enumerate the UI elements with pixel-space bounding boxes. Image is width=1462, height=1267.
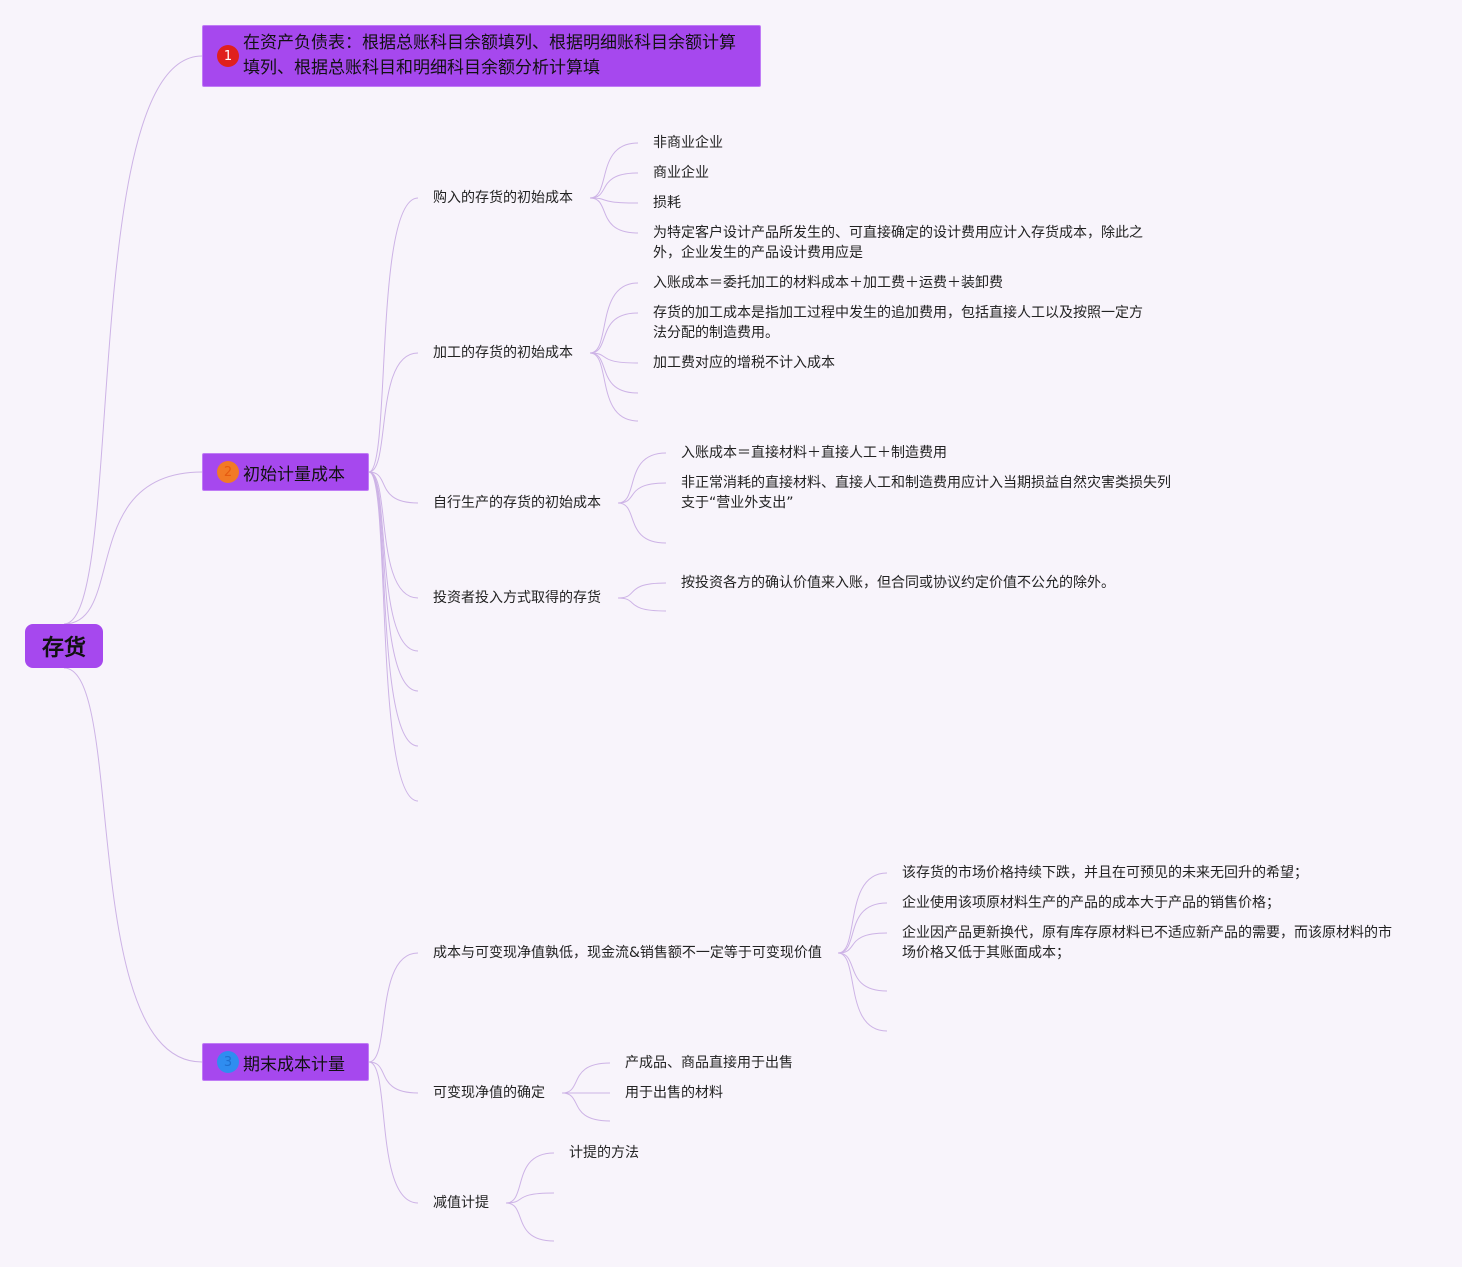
- connector-lowercost-leaf-1: [837, 902, 888, 954]
- leaf-cost-exceeds-price[interactable]: 企业使用该项原材料生产的产品的成本大于产品的销售价格；: [902, 895, 1280, 911]
- leaf-abnormal-consumption[interactable]: 非正常消耗的直接材料、直接人工和制造费用应计入当期损益自然灾害类损失列支于“营业…: [681, 475, 1171, 511]
- connector-processed-leaf-3: [589, 352, 639, 394]
- connector-investor-leaf-0: [617, 582, 667, 599]
- connector-purchased-leaf-1: [589, 172, 639, 199]
- subtopic-nrv-determination[interactable]: 可变现净值的确定: [433, 1085, 545, 1101]
- connector-purchased-leaf-0: [589, 142, 639, 199]
- subtopic-processed-inventory[interactable]: 加工的存货的初始成本: [433, 345, 573, 361]
- leaf-processing-entry-cost[interactable]: 入账成本＝委托加工的材料成本＋加工费＋运费＋装卸费: [653, 275, 1003, 291]
- subtopic-purchased-inventory[interactable]: 购入的存货的初始成本: [433, 190, 573, 206]
- connector-lowercost-leaf-4: [837, 952, 888, 1032]
- root-topic-label: 存货: [41, 636, 86, 661]
- connector-branch2-child-2: [368, 471, 419, 504]
- subtopic-impairment-provision[interactable]: 减值计提: [433, 1195, 489, 1211]
- connector-purchased-leaf-2: [589, 197, 639, 204]
- connector-root-branch2: [63, 471, 203, 625]
- connector-lowercost-leaf-2: [837, 932, 888, 954]
- branch-initial-measurement-label: 初始计量成本: [243, 464, 345, 485]
- leaf-finished-goods-for-sale[interactable]: 产成品、商品直接用于出售: [625, 1055, 793, 1071]
- connector-impairment-leaf-0: [505, 1152, 555, 1204]
- leaf-non-commercial[interactable]: 非商业企业: [653, 135, 723, 151]
- connector-processed-leaf-0: [589, 282, 639, 354]
- leaf-loss[interactable]: 损耗: [653, 195, 681, 211]
- connector-branch2-child-3: [368, 471, 419, 599]
- connector-nrv-leaf-2: [561, 1092, 611, 1122]
- leaf-commercial[interactable]: 商业企业: [653, 165, 709, 181]
- connector-root-branch3: [63, 667, 203, 1063]
- connector-branch2-child-5: [368, 471, 419, 692]
- leaf-processing-vat[interactable]: 加工费对应的增税不计入成本: [653, 355, 835, 371]
- subtopic-self-produced-inventory[interactable]: 自行生产的存货的初始成本: [433, 495, 601, 511]
- connector-selfproduced-leaf-1: [617, 482, 667, 504]
- branch-period-end-measurement-label: 期末成本计量: [243, 1054, 345, 1075]
- connector-purchased-leaf-3: [589, 197, 639, 234]
- connector-selfproduced-leaf-2: [617, 502, 667, 544]
- connector-branch3-child-1: [368, 1061, 419, 1094]
- number-1-icon: 1: [217, 45, 239, 67]
- connector-impairment-leaf-2: [505, 1202, 555, 1242]
- branch-balance-sheet-label: 在资产负债表：根据总账科目余额填列、根据明细账科目余额计算填列、根据总账科目和明…: [243, 33, 736, 78]
- connector-branch2-child-6: [368, 471, 419, 747]
- leaf-materials-for-sale[interactable]: 用于出售的材料: [625, 1085, 723, 1101]
- connector-nrv-leaf-0: [561, 1062, 611, 1094]
- subtopic-investor-contributed-inventory[interactable]: 投资者投入方式取得的存货: [433, 590, 601, 606]
- connector-branch2-child-4: [368, 471, 419, 652]
- connector-investor-leaf-1: [617, 597, 667, 612]
- connector-selfproduced-leaf-0: [617, 452, 667, 504]
- leaf-design-cost[interactable]: 为特定客户设计产品所发生的、可直接确定的设计费用应计入存货成本，除此之外，企业发…: [653, 225, 1143, 261]
- root-topic[interactable]: 存货: [25, 624, 103, 668]
- connector-lowercost-leaf-3: [837, 952, 888, 992]
- connector-branch3-child-0: [368, 952, 419, 1063]
- leaf-market-price-decline[interactable]: 该存货的市场价格持续下跌，并且在可预见的未来无回升的希望；: [902, 865, 1308, 881]
- connector-processed-leaf-2: [589, 352, 639, 364]
- leaf-investor-value[interactable]: 按投资各方的确认价值来入账，但合同或协议约定价值不公允的除外。: [681, 575, 1115, 591]
- connector-processed-leaf-4: [589, 352, 639, 422]
- number-2-icon: 2: [217, 461, 239, 483]
- connector-branch2-child-7: [368, 471, 419, 802]
- branch-balance-sheet[interactable]: 1 在资产负债表：根据总账科目余额填列、根据明细账科目余额计算填列、根据总账科目…: [202, 25, 761, 87]
- connector-lowercost-leaf-0: [837, 872, 888, 954]
- subtopic-lower-of-cost-nrv[interactable]: 成本与可变现净值孰低，现金流&销售额不一定等于可变现价值: [433, 945, 822, 961]
- connector-processed-leaf-1: [589, 312, 639, 354]
- leaf-product-update[interactable]: 企业因产品更新换代，原有库存原材料已不适应新产品的需要，而该原材料的市场价格又低…: [902, 925, 1392, 961]
- leaf-production-entry-cost[interactable]: 入账成本＝直接材料＋直接人工＋制造费用: [681, 445, 947, 461]
- connector-branch3-child-2: [368, 1061, 419, 1204]
- leaf-provision-method[interactable]: 计提的方法: [569, 1145, 639, 1161]
- number-3-icon: 3: [217, 1051, 239, 1073]
- connector-branch2-child-0: [368, 197, 419, 473]
- connector-branch2-child-1: [368, 352, 419, 473]
- connector-impairment-leaf-1: [505, 1192, 555, 1204]
- connector-root-branch1: [63, 55, 203, 625]
- leaf-processing-cost-definition[interactable]: 存货的加工成本是指加工过程中发生的追加费用，包括直接人工以及按照一定方法分配的制…: [653, 305, 1143, 341]
- branch-period-end-measurement[interactable]: 3 期末成本计量: [202, 1043, 369, 1081]
- branch-initial-measurement[interactable]: 2 初始计量成本: [202, 453, 369, 491]
